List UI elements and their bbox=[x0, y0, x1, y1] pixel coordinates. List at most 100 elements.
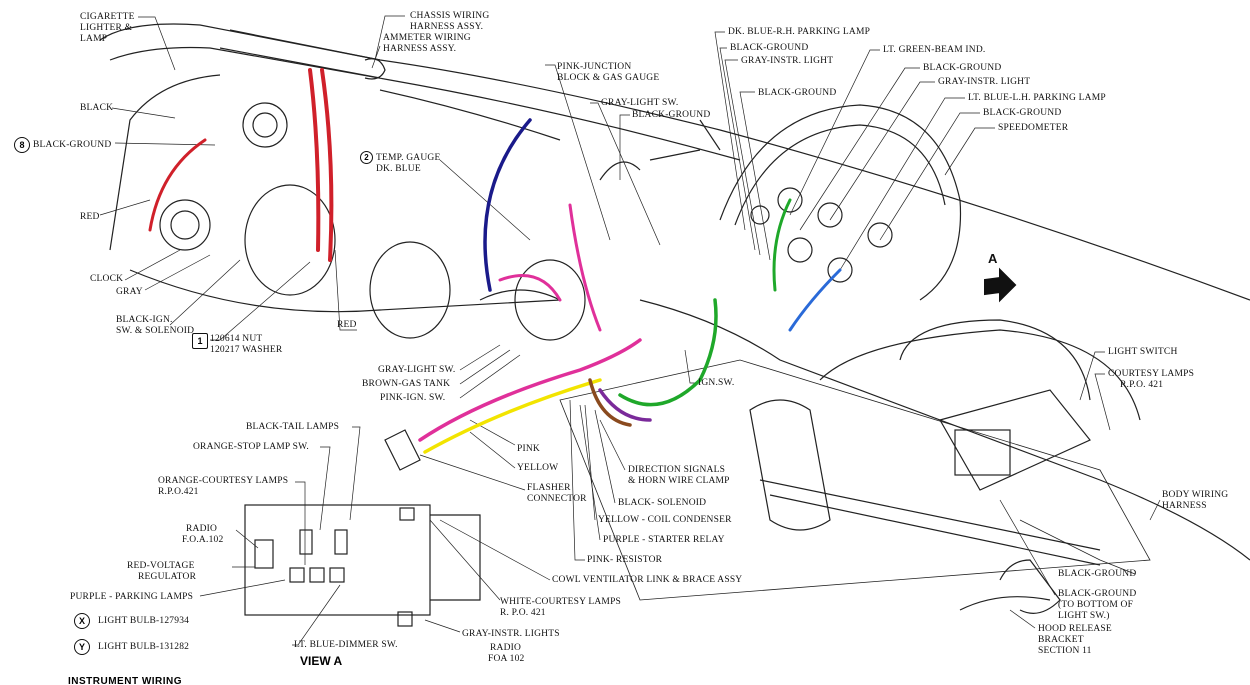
label-courtesy-2: R.P.O. 421 bbox=[1120, 380, 1164, 390]
view-label: VIEW A bbox=[300, 654, 343, 668]
label-yellow-coil: YELLOW - COIL CONDENSER bbox=[598, 515, 732, 525]
label-white-courtesy-1: WHITE-COURTESY LAMPS bbox=[500, 597, 622, 607]
label-pink-ign: PINK-IGN. SW. bbox=[380, 393, 446, 403]
label-black-ign-1: BLACK-IGN. bbox=[116, 315, 173, 325]
label-pink-resistor: PINK- RESISTOR bbox=[587, 555, 663, 565]
label-ammeter-1: AMMETER WIRING bbox=[383, 33, 471, 43]
wire-purple bbox=[598, 388, 652, 422]
line-art bbox=[99, 15, 1250, 646]
label-cigarette: CIGARETTE bbox=[80, 12, 135, 22]
label-gray-light-sw-bottom: GRAY-LIGHT SW. bbox=[378, 365, 456, 375]
wire-green bbox=[772, 198, 792, 292]
label-radio-2: F.O.A.102 bbox=[182, 535, 224, 545]
label-chassis-1: CHASSIS WIRING bbox=[410, 11, 490, 21]
label-black-ground-to-3: LIGHT SW.) bbox=[1058, 611, 1110, 621]
label-temp-2: DK. BLUE bbox=[376, 164, 421, 174]
legend-text-x: LIGHT BULB-127934 bbox=[98, 616, 190, 626]
colored-wires bbox=[148, 68, 842, 454]
label-radio-b2: FOA 102 bbox=[488, 654, 525, 664]
label-black-ground-bottom: BLACK-GROUND bbox=[1058, 569, 1137, 579]
label-purple-parking: PURPLE - PARKING LAMPS bbox=[70, 592, 194, 602]
label-black-ign-2: SW. & SOLENOID bbox=[116, 326, 195, 336]
label-gray-light-sw-top: GRAY-LIGHT SW. bbox=[601, 98, 679, 108]
label-gray-instr-light-1: GRAY-INSTR. LIGHT bbox=[741, 56, 834, 66]
label-black-ground-left: BLACK-GROUND bbox=[33, 140, 112, 150]
section-marker: A bbox=[988, 251, 998, 266]
label-ammeter-2: HARNESS ASSY. bbox=[383, 44, 457, 54]
label-orange-courtesy-2: R.P.O.421 bbox=[158, 487, 199, 497]
section-arrow bbox=[984, 267, 1017, 303]
label-gray-instr-light-2: GRAY-INSTR. LIGHT bbox=[938, 77, 1031, 87]
label-body-wiring-2: HARNESS bbox=[1162, 501, 1207, 511]
label-courtesy-1: COURTESY LAMPS bbox=[1108, 369, 1195, 379]
label-cowl: COWL VENTILATOR LINK & BRACE ASSY bbox=[552, 575, 743, 585]
label-orange-stop: ORANGE-STOP LAMP SW. bbox=[193, 442, 309, 452]
label-black: BLACK bbox=[80, 103, 114, 113]
label-washer: 120217 WASHER bbox=[210, 345, 283, 355]
label-red-voltage-2: REGULATOR bbox=[138, 572, 197, 582]
label-black-ground-r3: BLACK-GROUND bbox=[923, 63, 1002, 73]
nut-symbol: 1 bbox=[192, 333, 208, 349]
label-brown-gas: BROWN-GAS TANK bbox=[362, 379, 451, 389]
label-red-mid: RED bbox=[337, 320, 357, 330]
label-gray: GRAY bbox=[116, 287, 143, 297]
label-radio-1: RADIO bbox=[186, 524, 218, 534]
label-flasher-2: CONNECTOR bbox=[527, 494, 587, 504]
label-hood-1: HOOD RELEASE bbox=[1038, 624, 1112, 634]
temp-gauge-symbol: 2 bbox=[360, 151, 373, 164]
wire-green bbox=[618, 298, 718, 407]
label-red-voltage-1: RED-VOLTAGE bbox=[127, 561, 195, 571]
label-temp-1: TEMP. GAUGE bbox=[376, 153, 441, 163]
ground-symbol: 8 bbox=[14, 137, 30, 153]
label-gray-instr-lights: GRAY-INSTR. LIGHTS bbox=[462, 629, 560, 639]
label-black-ground-to-2: (TO BOTTOM OF bbox=[1058, 600, 1134, 610]
label-pink-junction-1: PINK-JUNCTION bbox=[557, 62, 632, 72]
label-light-switch: LIGHT SWITCH bbox=[1108, 347, 1178, 357]
legend-symbol-x: X bbox=[74, 613, 90, 629]
label-lt-blue-lh: LT. BLUE-L.H. PARKING LAMP bbox=[968, 93, 1106, 103]
wire-pink bbox=[498, 274, 562, 302]
label-red-left: RED bbox=[80, 212, 100, 222]
wire-yellow bbox=[423, 378, 602, 454]
label-purple-starter: PURPLE - STARTER RELAY bbox=[603, 535, 725, 545]
label-black-ground-to-1: BLACK-GROUND bbox=[1058, 589, 1137, 599]
label-lamp: LAMP bbox=[80, 34, 108, 44]
label-clock: CLOCK bbox=[90, 274, 124, 284]
label-black-solenoid: BLACK- SOLENOID bbox=[618, 498, 707, 508]
legend-text-y: LIGHT BULB-131282 bbox=[98, 642, 190, 652]
wire-red bbox=[148, 138, 207, 232]
wire-pink bbox=[568, 203, 602, 332]
label-pink: PINK bbox=[517, 444, 540, 454]
label-body-wiring-1: BODY WIRING bbox=[1162, 490, 1229, 500]
label-lighter: LIGHTER & bbox=[80, 23, 133, 33]
label-chassis-2: HARNESS ASSY. bbox=[410, 22, 484, 32]
wire-red bbox=[320, 68, 334, 262]
label-direction-1: DIRECTION SIGNALS bbox=[628, 465, 726, 475]
label-radio-b1: RADIO bbox=[490, 643, 522, 653]
label-hood-3: SECTION 11 bbox=[1038, 646, 1092, 656]
label-black-ground-r4: BLACK-GROUND bbox=[983, 108, 1062, 118]
label-hood-2: BRACKET bbox=[1038, 635, 1084, 645]
label-speedometer: SPEEDOMETER bbox=[998, 123, 1069, 133]
label-white-courtesy-2: R. P.O. 421 bbox=[500, 608, 546, 618]
label-direction-2: & HORN WIRE CLAMP bbox=[628, 476, 730, 486]
diagram-title: INSTRUMENT WIRING bbox=[68, 676, 183, 685]
label-black-tail: BLACK-TAIL LAMPS bbox=[246, 422, 340, 432]
label-nut: 120614 NUT bbox=[210, 334, 263, 344]
label-lt-blue-dimmer: LT. BLUE-DIMMER SW. bbox=[294, 640, 398, 650]
label-yellow: YELLOW bbox=[517, 463, 559, 473]
label-orange-courtesy-1: ORANGE-COURTESY LAMPS bbox=[158, 476, 289, 486]
label-lt-green: LT. GREEN-BEAM IND. bbox=[883, 45, 986, 55]
wire-brown bbox=[588, 378, 632, 427]
label-flasher-1: FLASHER bbox=[527, 483, 571, 493]
label-dk-blue-rh: DK. BLUE-R.H. PARKING LAMP bbox=[728, 27, 871, 37]
wire-blue bbox=[483, 118, 532, 292]
wire-lt-blue bbox=[788, 268, 842, 332]
label-black-ground-top: BLACK-GROUND bbox=[632, 110, 711, 120]
label-pink-junction-2: BLOCK & GAS GAUGE bbox=[557, 73, 660, 83]
label-black-ground-r1: BLACK-GROUND bbox=[730, 43, 809, 53]
label-ign-sw: IGN.SW. bbox=[698, 378, 735, 388]
wire-red bbox=[308, 68, 321, 252]
